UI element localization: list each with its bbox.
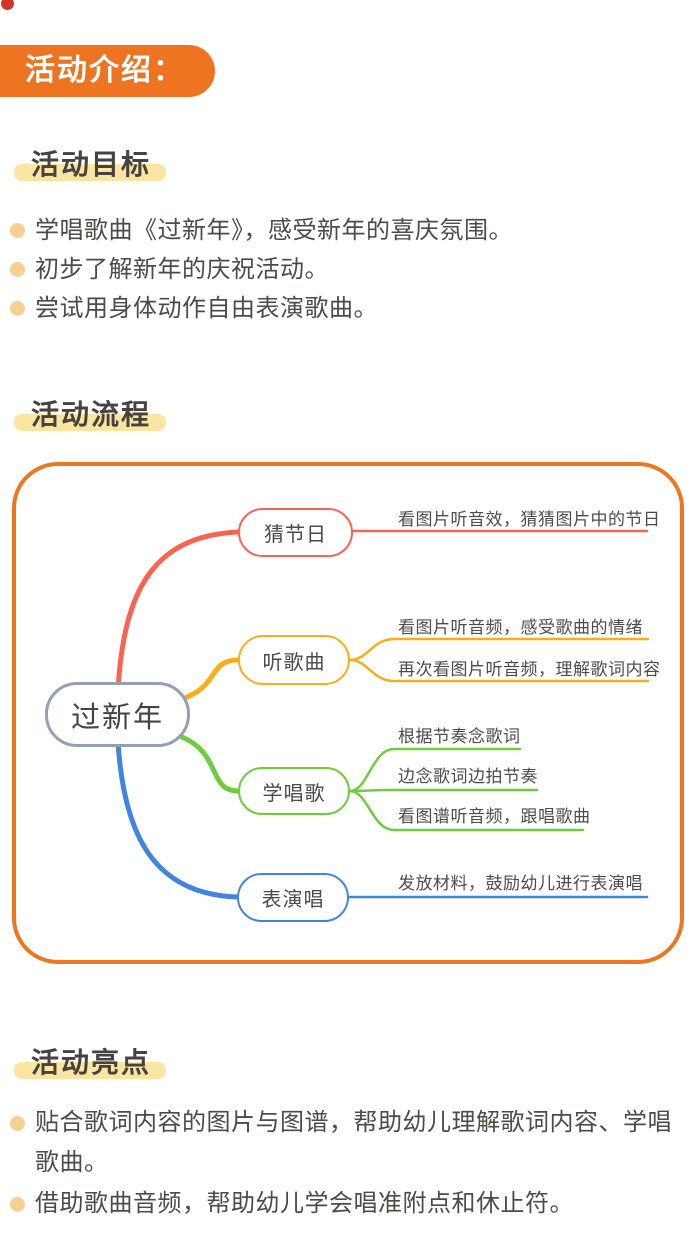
- mindmap-node-perform-sing: 表演唱: [237, 873, 349, 922]
- list-item: 初步了解新年的庆祝活动。: [10, 250, 690, 289]
- branch-perform-sing-lines: [115, 739, 649, 900]
- mindmap-node-listen-song: 听歌曲: [238, 635, 350, 685]
- mindmap: 过新年 猜节日 听歌曲 学唱歌 表演唱 看图片听音效，猜猜图片中的节日 看图片听…: [12, 462, 684, 964]
- mindmap-node-guess-festival: 猜节日: [238, 508, 353, 557]
- mindmap-leaf-label: 根据节奏念歌词: [398, 727, 521, 746]
- mindmap-leaf-label: 看图片听音效，猜猜图片中的节日: [398, 510, 661, 529]
- list-item-text: 贴合歌词内容的图片与图谱，帮助幼儿理解歌词内容、学唱 歌曲。: [35, 1109, 672, 1176]
- mindmap-root-node: 过新年: [45, 682, 190, 747]
- mindmap-node-learn-sing: 学唱歌: [238, 767, 350, 815]
- list-item-text: 初步了解新年的庆祝活动。: [35, 256, 329, 283]
- mindmap-leaf-label: 边念歌词边拍节奏: [398, 767, 538, 786]
- mindmap-leaf-label: 再次看图片听音频，理解歌词内容: [398, 660, 661, 679]
- bullet-dot-icon: [10, 301, 25, 316]
- list-item: 借助歌曲音频，帮助幼儿学会唱准附点和休止符。: [10, 1184, 690, 1224]
- section-title-text: 活动目标: [31, 149, 152, 180]
- mindmap-leaf-label: 看图谱听音频，跟唱歌曲: [398, 807, 591, 826]
- bullet-dot-icon: [10, 1197, 25, 1212]
- mindmap-leaf-label: 发放材料，鼓励幼儿进行表演唱: [398, 874, 643, 893]
- bullet-dot-icon: [10, 1116, 25, 1131]
- list-item-text: 借助歌曲音频，帮助幼儿学会唱准附点和休止符。: [35, 1190, 574, 1217]
- list-item-text: 学唱歌曲《过新年》，感受新年的喜庆氛围。: [35, 217, 513, 244]
- branch-listen-song-lines: [179, 637, 650, 702]
- bullet-dot-icon: [10, 223, 25, 238]
- list-item: 尝试用身体动作自由表演歌曲。: [10, 289, 690, 328]
- corner-dot: [1, 0, 14, 10]
- goals-section-title: 活动目标: [14, 143, 274, 183]
- flow-section-title: 活动流程: [14, 393, 274, 433]
- title-highlight: [14, 164, 166, 181]
- title-highlight: [14, 1062, 166, 1079]
- intro-badge: 活动介绍：: [0, 45, 215, 97]
- highlights-section-title: 活动亮点: [14, 1041, 274, 1081]
- list-item: 学唱歌曲《过新年》，感受新年的喜庆氛围。: [10, 211, 690, 250]
- highlights-list: 贴合歌词内容的图片与图谱，帮助幼儿理解歌词内容、学唱 歌曲。 借助歌曲音频，帮助…: [10, 1103, 690, 1225]
- list-item-text: 尝试用身体动作自由表演歌曲。: [35, 295, 378, 322]
- branch-learn-sing-lines: [179, 734, 585, 832]
- mindmap-leaf-label: 看图片听音频，感受歌曲的情绪: [398, 618, 643, 637]
- title-highlight: [14, 414, 166, 431]
- mindmap-branch-lines: [115, 529, 650, 900]
- goals-list: 学唱歌曲《过新年》，感受新年的喜庆氛围。 初步了解新年的庆祝活动。 尝试用身体动…: [10, 211, 690, 328]
- list-item: 贴合歌词内容的图片与图谱，帮助幼儿理解歌词内容、学唱 歌曲。: [10, 1103, 690, 1183]
- bullet-dot-icon: [10, 262, 25, 277]
- section-title-text: 活动亮点: [31, 1047, 152, 1078]
- branch-guess-festival-lines: [115, 529, 649, 693]
- section-title-text: 活动流程: [31, 399, 152, 430]
